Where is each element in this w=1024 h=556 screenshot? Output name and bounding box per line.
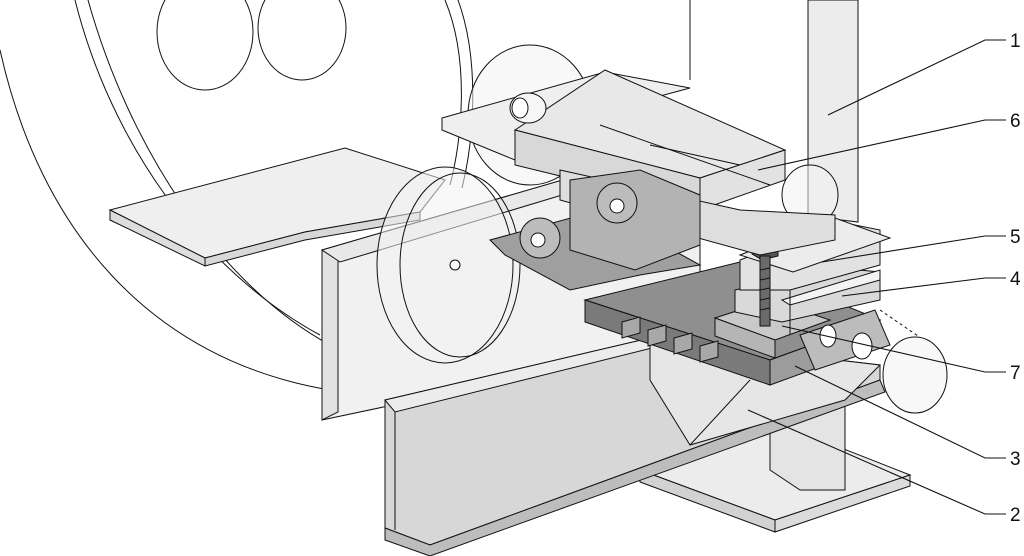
bolt-shaft bbox=[759, 255, 771, 327]
step-block-front bbox=[714, 317, 776, 359]
hinge-lug-left bbox=[519, 217, 561, 259]
right-lower-disc bbox=[882, 336, 948, 414]
callout-label-2: 2 bbox=[1010, 505, 1021, 526]
comb-teeth bbox=[621, 316, 719, 363]
callout-labels: 1 6 5 4 7 3 2 bbox=[1010, 31, 1021, 526]
callout-label-1: 1 bbox=[1010, 31, 1021, 52]
rear-channel-lip bbox=[321, 247, 339, 421]
leader-6 bbox=[757, 119, 1006, 171]
leader-5 bbox=[821, 235, 1006, 263]
leader-7 bbox=[781, 325, 1006, 373]
callout-label-6: 6 bbox=[1010, 111, 1021, 132]
callout-label-4: 4 bbox=[1010, 269, 1021, 290]
comb-tooth bbox=[673, 332, 693, 355]
wheel-hole-2 bbox=[257, 0, 347, 81]
callout-label-5: 5 bbox=[1010, 227, 1021, 248]
comb-tooth bbox=[699, 340, 719, 363]
bolt-thread bbox=[759, 277, 771, 281]
hinge-bracket bbox=[489, 169, 702, 291]
clamp-housing bbox=[734, 217, 892, 335]
wheel-outer-arc bbox=[0, 49, 331, 391]
middle-disc-rim bbox=[399, 172, 521, 358]
bolt-thread bbox=[759, 287, 771, 291]
rail-slot-2 bbox=[649, 144, 741, 166]
middle-disc-hole bbox=[449, 259, 461, 271]
rail-bore-inner bbox=[511, 97, 529, 119]
hinge-lug-hole bbox=[609, 198, 625, 214]
comb-tooth bbox=[647, 324, 667, 347]
bolt-thread bbox=[759, 267, 771, 271]
leader-lines bbox=[747, 39, 1006, 515]
bolt-thread bbox=[759, 307, 771, 311]
bolt-thread bbox=[759, 297, 771, 301]
leader-1 bbox=[827, 39, 1006, 116]
front-channel-diagonal bbox=[689, 379, 751, 446]
clamp-lip bbox=[780, 269, 881, 306]
wheel-hole-1 bbox=[156, 0, 254, 91]
leader-4 bbox=[841, 277, 1006, 297]
callout-label-3: 3 bbox=[1010, 449, 1021, 470]
leader-2 bbox=[747, 409, 1006, 515]
leader-3 bbox=[794, 365, 1006, 459]
comb-tooth bbox=[621, 316, 641, 339]
wheel-hub-arc bbox=[444, 0, 462, 186]
middle-disc bbox=[376, 166, 514, 364]
hinge-lug-hole bbox=[530, 232, 546, 248]
rail-slot bbox=[599, 124, 771, 186]
right-lower-disc-guide bbox=[879, 309, 919, 337]
hinge-lug-right bbox=[596, 182, 638, 224]
callout-label-7: 7 bbox=[1010, 363, 1021, 384]
